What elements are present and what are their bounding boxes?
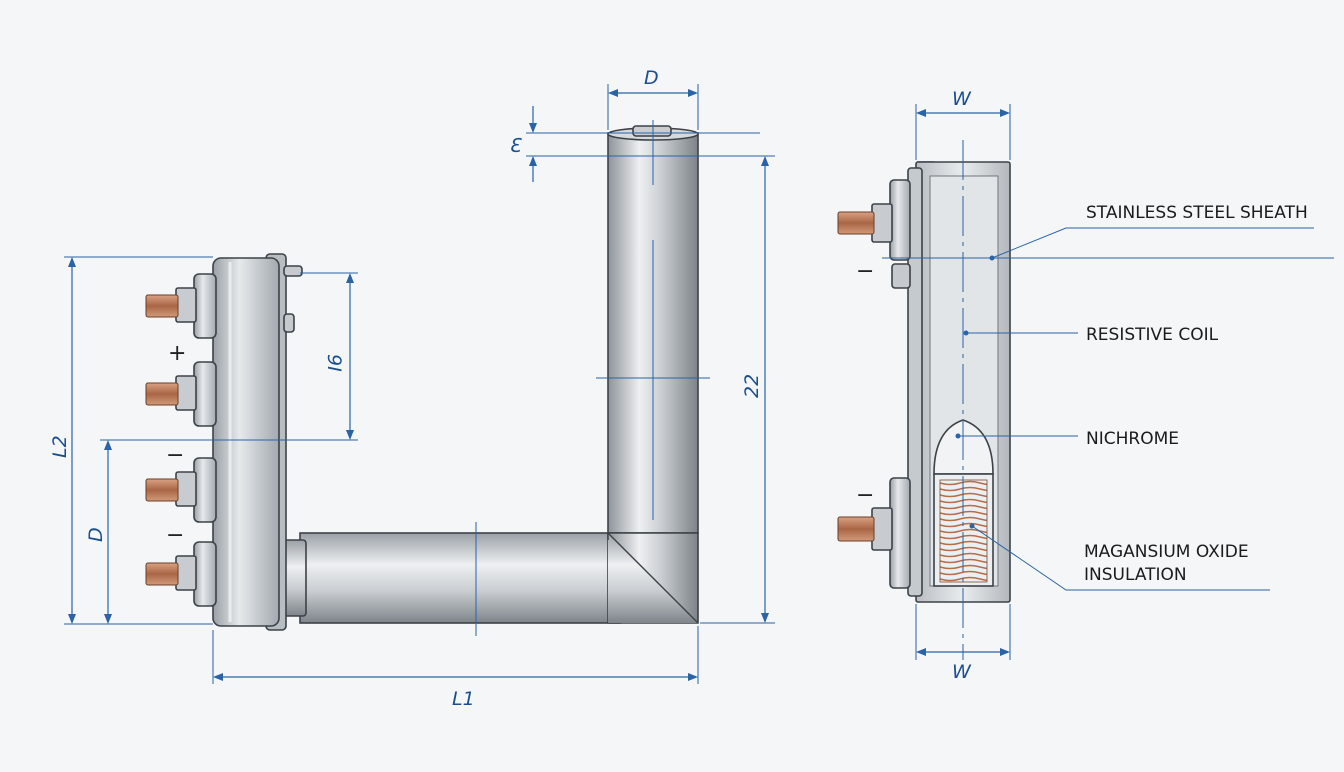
callout-insulation-line1: MAGANSIUM OXIDE: [1084, 542, 1249, 562]
dim-w-bottom: W: [952, 661, 972, 683]
dim-d-top: D: [644, 67, 659, 89]
terminal-2: [145, 361, 217, 427]
terminal-3: [145, 457, 217, 523]
dimensions-side: W W: [915, 88, 1011, 683]
plate-pin-top: [283, 265, 303, 277]
tube-collar: [283, 539, 307, 617]
mounting-plate: [212, 257, 280, 627]
side-flange: [907, 167, 923, 597]
dim-epsilon: ℇ: [509, 135, 522, 157]
callout-leaders: [882, 227, 1334, 591]
l-shaped-heater: + − −: [145, 125, 699, 631]
dimensions-main: D ℇ 22 L1 L2 D: [49, 67, 775, 710]
plus-sign: +: [168, 341, 186, 366]
side-view: − −: [837, 161, 1011, 603]
callout-coil: RESISTIVE COIL: [1086, 325, 1219, 345]
callout-insulation-line2: INSULATION: [1084, 565, 1187, 585]
dim-22: 22: [741, 374, 763, 398]
side-terminal-upper: [837, 179, 911, 289]
side-terminal-lower: [837, 477, 911, 589]
dim-d-left: D: [85, 527, 107, 542]
dim-9i: 9I: [323, 354, 345, 372]
minus-sign-2: −: [166, 523, 184, 548]
callout-sheath: STAINLESS STEEL SHEATH: [1086, 203, 1308, 223]
plate-pin-mid: [283, 313, 295, 333]
minus-sign-1: −: [166, 443, 184, 468]
horizontal-tube: [299, 532, 621, 624]
terminal-4: [145, 541, 217, 607]
tube-top-stud: [632, 125, 672, 137]
side-minus-sign-2: −: [856, 483, 874, 508]
center-lines-main: [475, 120, 710, 636]
side-minus-sign-1: −: [856, 259, 874, 284]
dim-w-top: W: [952, 88, 972, 110]
callout-nichrome: NICHROME: [1086, 429, 1179, 449]
dim-l1: L1: [452, 688, 475, 710]
dim-l2: L2: [49, 435, 71, 458]
terminal-1: [145, 273, 217, 339]
